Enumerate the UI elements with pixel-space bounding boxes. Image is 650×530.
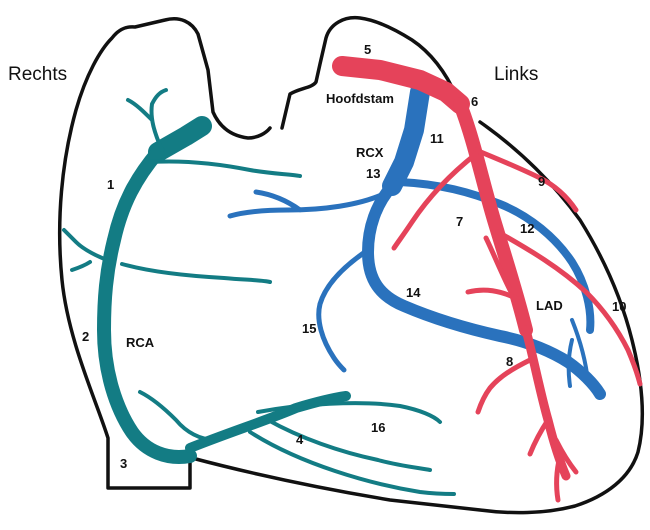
segment-6-label: 6 — [471, 94, 478, 109]
rcx-label: RCX — [356, 145, 384, 160]
segment-12-label: 12 — [520, 221, 534, 236]
circumflex-branch-15 — [319, 250, 368, 370]
rca-trunk-proximal — [158, 126, 202, 152]
lad-branch-8 — [478, 360, 530, 412]
lad-label: LAD — [536, 298, 563, 313]
rca-loop — [140, 392, 216, 440]
left-main-label: Hoofdstam — [326, 91, 394, 106]
rca-label: RCA — [126, 335, 155, 350]
segment-10-label: 10 — [612, 299, 626, 314]
segment-1-label: 1 — [107, 177, 114, 192]
rca-acute-marginal — [122, 264, 270, 282]
segment-5-label: 5 — [364, 42, 371, 57]
rca-trunk — [104, 152, 190, 457]
segment-15-label: 15 — [302, 321, 316, 336]
segment-16-label: 16 — [371, 420, 385, 435]
right-side-label: Rechts — [8, 64, 67, 85]
segment-3-label: 3 — [120, 456, 127, 471]
left-side-label: Links — [494, 64, 538, 85]
segment-8-label: 8 — [506, 354, 513, 369]
segment-7-label: 7 — [456, 214, 463, 229]
rca-vessels — [64, 90, 454, 494]
segment-14-label: 14 — [406, 285, 421, 300]
circumflex-branch-13 — [230, 192, 388, 216]
circumflex-vessels — [230, 92, 600, 394]
rca-branch-mid — [150, 161, 300, 176]
rca-branch-4-lower — [250, 432, 454, 494]
segment-4-label: 4 — [296, 432, 304, 447]
segment-11-label: 11 — [430, 131, 444, 146]
segment-13-label: 13 — [366, 166, 380, 181]
circumflex-main — [392, 92, 420, 186]
segment-2-label: 2 — [82, 329, 89, 344]
rca-branch-4 — [268, 420, 430, 470]
rca-conus-branch — [128, 90, 166, 150]
segment-9-label: 9 — [538, 174, 545, 189]
